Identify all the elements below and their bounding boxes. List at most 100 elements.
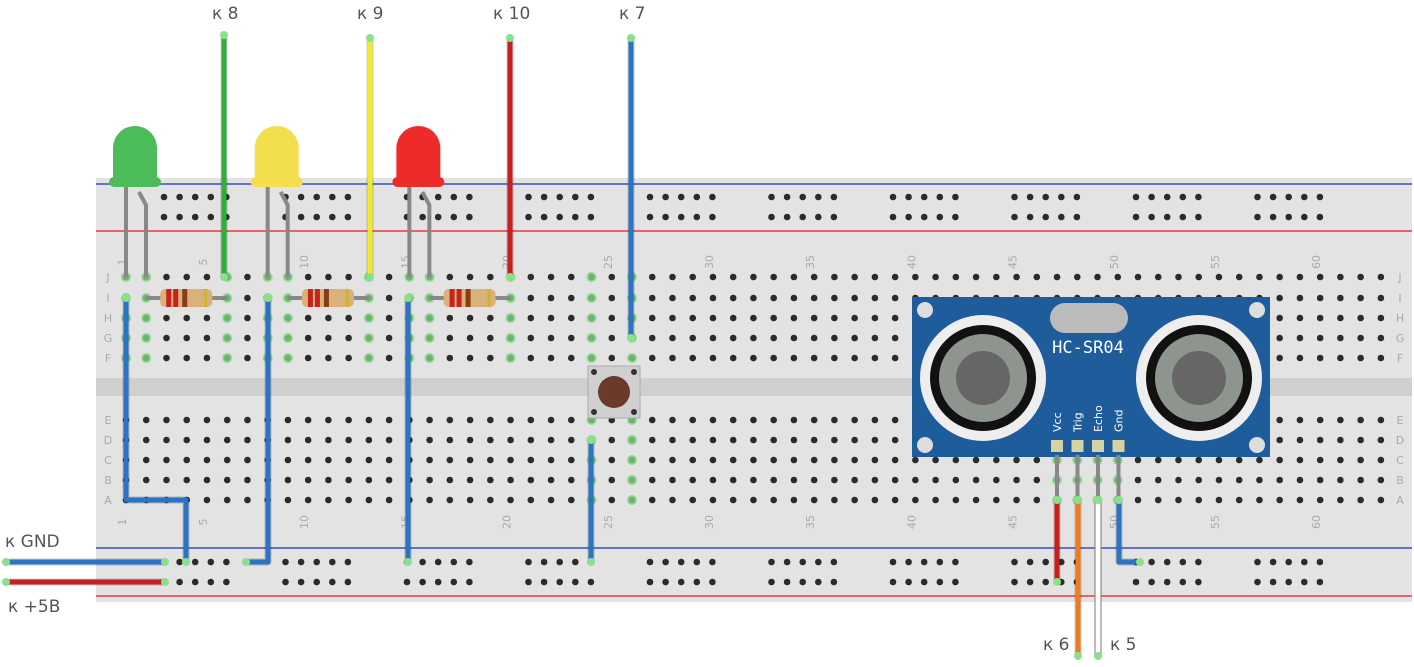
breadboard-hole[interactable] [203, 436, 211, 444]
rail-hole[interactable] [1301, 193, 1308, 201]
breadboard-hole[interactable] [183, 456, 191, 464]
breadboard-hole[interactable] [1377, 496, 1385, 504]
rail-hole[interactable] [677, 558, 685, 566]
breadboard-hole[interactable] [1134, 496, 1142, 504]
breadboard-hole[interactable] [669, 294, 676, 302]
breadboard-hole[interactable] [669, 436, 676, 444]
breadboard-hole[interactable] [385, 294, 393, 302]
rail-hole[interactable] [952, 578, 959, 586]
rail-hole[interactable] [1254, 578, 1261, 586]
breadboard-hole[interactable] [183, 334, 191, 342]
breadboard-hole[interactable] [527, 416, 535, 424]
rail-hole[interactable] [419, 213, 426, 221]
breadboard-hole[interactable] [547, 273, 555, 281]
rail-hole[interactable] [920, 193, 928, 201]
rail-hole[interactable] [207, 578, 215, 586]
breadboard-hole[interactable] [1316, 294, 1324, 302]
breadboard-hole[interactable] [385, 436, 393, 444]
breadboard-hole[interactable] [567, 436, 575, 444]
breadboard-hole[interactable] [1377, 273, 1385, 281]
breadboard-hole[interactable] [1134, 273, 1142, 281]
breadboard-hole[interactable] [1337, 314, 1344, 322]
breadboard-hole[interactable] [851, 314, 858, 322]
rail-hole[interactable] [191, 558, 199, 566]
breadboard-hole[interactable] [912, 456, 919, 464]
rail-hole[interactable] [587, 213, 595, 221]
breadboard-hole[interactable] [365, 496, 373, 504]
breadboard-hole[interactable] [1235, 456, 1243, 464]
breadboard-hole[interactable] [304, 496, 312, 504]
breadboard-hole[interactable] [487, 476, 494, 484]
rail-hole[interactable] [344, 213, 352, 221]
rail-hole[interactable] [677, 213, 685, 221]
breadboard-hole[interactable] [770, 273, 777, 281]
breadboard-hole[interactable] [446, 334, 454, 342]
breadboard-hole[interactable] [1377, 334, 1385, 342]
breadboard-hole[interactable] [1175, 476, 1182, 484]
rail-hole[interactable] [646, 578, 654, 586]
breadboard-hole[interactable] [385, 334, 393, 342]
rail-hole[interactable] [768, 193, 775, 201]
breadboard-hole[interactable] [891, 476, 899, 484]
breadboard-hole[interactable] [446, 436, 454, 444]
breadboard-hole[interactable] [952, 273, 960, 281]
breadboard-hole[interactable] [527, 476, 535, 484]
breadboard-hole[interactable] [750, 354, 757, 362]
rail-hole[interactable] [1269, 578, 1277, 586]
breadboard-hole[interactable] [203, 476, 211, 484]
breadboard-hole[interactable] [709, 496, 717, 504]
breadboard-hole[interactable] [426, 496, 433, 504]
rail-hole[interactable] [952, 193, 959, 201]
breadboard-hole[interactable] [1296, 354, 1304, 362]
rail-hole[interactable] [329, 193, 336, 201]
breadboard-hole[interactable] [244, 314, 251, 322]
breadboard-hole[interactable] [466, 456, 474, 464]
breadboard-hole[interactable] [1357, 416, 1364, 424]
breadboard-hole[interactable] [729, 436, 737, 444]
breadboard-hole[interactable] [891, 416, 899, 424]
breadboard-hole[interactable] [507, 456, 514, 464]
rail-hole[interactable] [419, 558, 426, 566]
breadboard-hole[interactable] [608, 334, 616, 342]
breadboard-hole[interactable] [810, 334, 818, 342]
breadboard-hole[interactable] [709, 334, 717, 342]
rail-hole[interactable] [1148, 193, 1155, 201]
breadboard-hole[interactable] [729, 273, 737, 281]
breadboard-hole[interactable] [385, 354, 393, 362]
breadboard-hole[interactable] [871, 456, 879, 464]
rail-hole[interactable] [572, 558, 579, 566]
breadboard-hole[interactable] [810, 456, 818, 464]
rail-hole[interactable] [799, 558, 806, 566]
breadboard-hole[interactable] [567, 314, 575, 322]
breadboard-hole[interactable] [729, 416, 737, 424]
breadboard-hole[interactable] [244, 496, 251, 504]
breadboard-hole[interactable] [993, 456, 1000, 464]
breadboard-hole[interactable] [1337, 273, 1344, 281]
breadboard-hole[interactable] [912, 273, 919, 281]
breadboard-hole[interactable] [689, 416, 697, 424]
breadboard-hole[interactable] [729, 354, 737, 362]
breadboard-hole[interactable] [487, 354, 494, 362]
rail-hole[interactable] [450, 558, 458, 566]
breadboard-hole[interactable] [831, 416, 838, 424]
rail-hole[interactable] [572, 578, 579, 586]
rail-hole[interactable] [920, 578, 928, 586]
breadboard-hole[interactable] [1235, 273, 1243, 281]
rail-hole[interactable] [525, 193, 532, 201]
rail-hole[interactable] [1132, 193, 1140, 201]
breadboard-hole[interactable] [345, 416, 352, 424]
rail-hole[interactable] [1179, 578, 1187, 586]
breadboard-hole[interactable] [507, 436, 514, 444]
rail-hole[interactable] [768, 558, 775, 566]
breadboard-hole[interactable] [527, 314, 535, 322]
breadboard-hole[interactable] [1337, 496, 1344, 504]
breadboard-hole[interactable] [912, 476, 919, 484]
breadboard-hole[interactable] [487, 436, 494, 444]
breadboard-hole[interactable] [203, 334, 211, 342]
breadboard-hole[interactable] [750, 476, 757, 484]
breadboard-hole[interactable] [446, 476, 454, 484]
breadboard-hole[interactable] [831, 314, 838, 322]
breadboard-hole[interactable] [1215, 496, 1223, 504]
breadboard-hole[interactable] [345, 354, 352, 362]
breadboard-hole[interactable] [547, 496, 555, 504]
